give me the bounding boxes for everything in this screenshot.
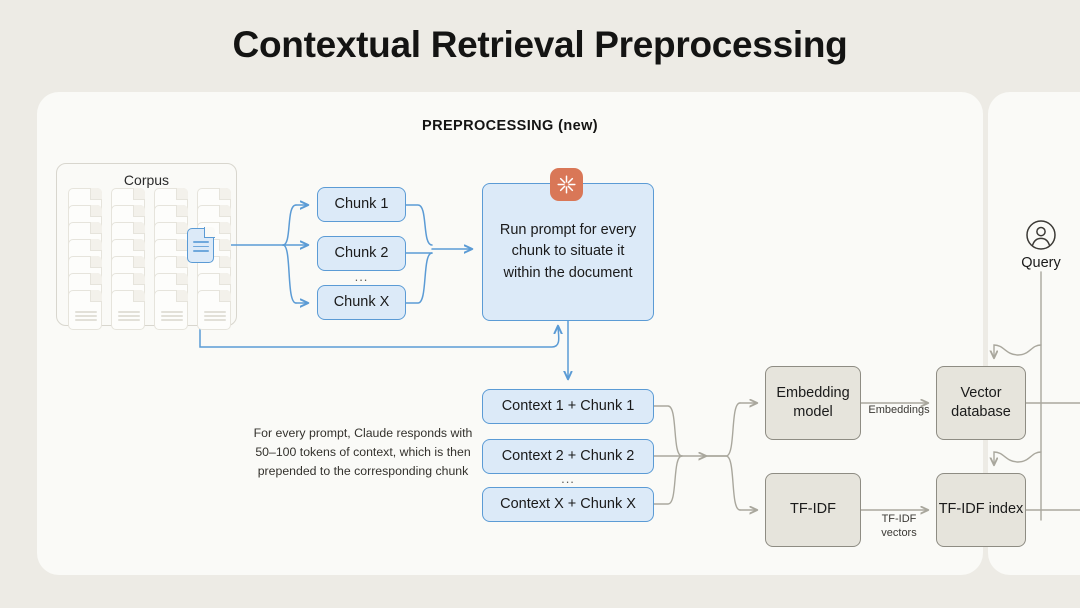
context-box-1[interactable]: Context 1 + Chunk 1 bbox=[482, 389, 654, 424]
document-text-lines bbox=[193, 241, 209, 255]
avatar-glyph bbox=[1026, 220, 1056, 250]
chunks-ellipsis: ... bbox=[354, 269, 369, 284]
edge-label-tfidf-vectors: TF-IDF vectors bbox=[881, 513, 917, 540]
corpus-document-icon bbox=[154, 290, 188, 330]
document-text-lines bbox=[75, 311, 97, 323]
highlighted-document-icon[interactable] bbox=[187, 227, 215, 263]
corpus-document-icon bbox=[111, 290, 145, 330]
document-text-lines bbox=[118, 311, 140, 323]
embedding-model-box[interactable]: Embedding model bbox=[765, 366, 861, 440]
tfidf-box[interactable]: TF-IDF bbox=[765, 473, 861, 547]
vector-database-box[interactable]: Vector database bbox=[936, 366, 1026, 440]
user-avatar-icon bbox=[1025, 219, 1057, 251]
edge-label-embeddings: Embeddings bbox=[868, 404, 930, 416]
corpus-document-icon bbox=[68, 290, 102, 330]
contexts-ellipsis: ... bbox=[561, 471, 575, 486]
starburst-glyph bbox=[557, 175, 576, 194]
document-text-lines bbox=[204, 311, 226, 323]
query-label: Query bbox=[1021, 255, 1061, 271]
tfidf-index-box[interactable]: TF-IDF index bbox=[936, 473, 1026, 547]
context-box-2[interactable]: Context 2 + Chunk 2 bbox=[482, 439, 654, 474]
claude-starburst-icon bbox=[550, 168, 583, 201]
context-box-x[interactable]: Context X + Chunk X bbox=[482, 487, 654, 522]
chunk-box-2[interactable]: Chunk 2 bbox=[317, 236, 406, 271]
chunk-box-1[interactable]: Chunk 1 bbox=[317, 187, 406, 222]
corpus-label: Corpus bbox=[123, 172, 170, 188]
document-text-lines bbox=[161, 311, 183, 323]
page-title: Contextual Retrieval Preprocessing bbox=[232, 24, 848, 65]
caption-text: For every prompt, Claude responds with 5… bbox=[253, 426, 473, 479]
corpus-document-icon bbox=[197, 290, 231, 330]
chunk-box-x[interactable]: Chunk X bbox=[317, 285, 406, 320]
prompt-box[interactable]: Run prompt for every chunk to situate it… bbox=[482, 183, 654, 321]
section-heading-preprocessing: PREPROCESSING (new) bbox=[422, 118, 598, 134]
